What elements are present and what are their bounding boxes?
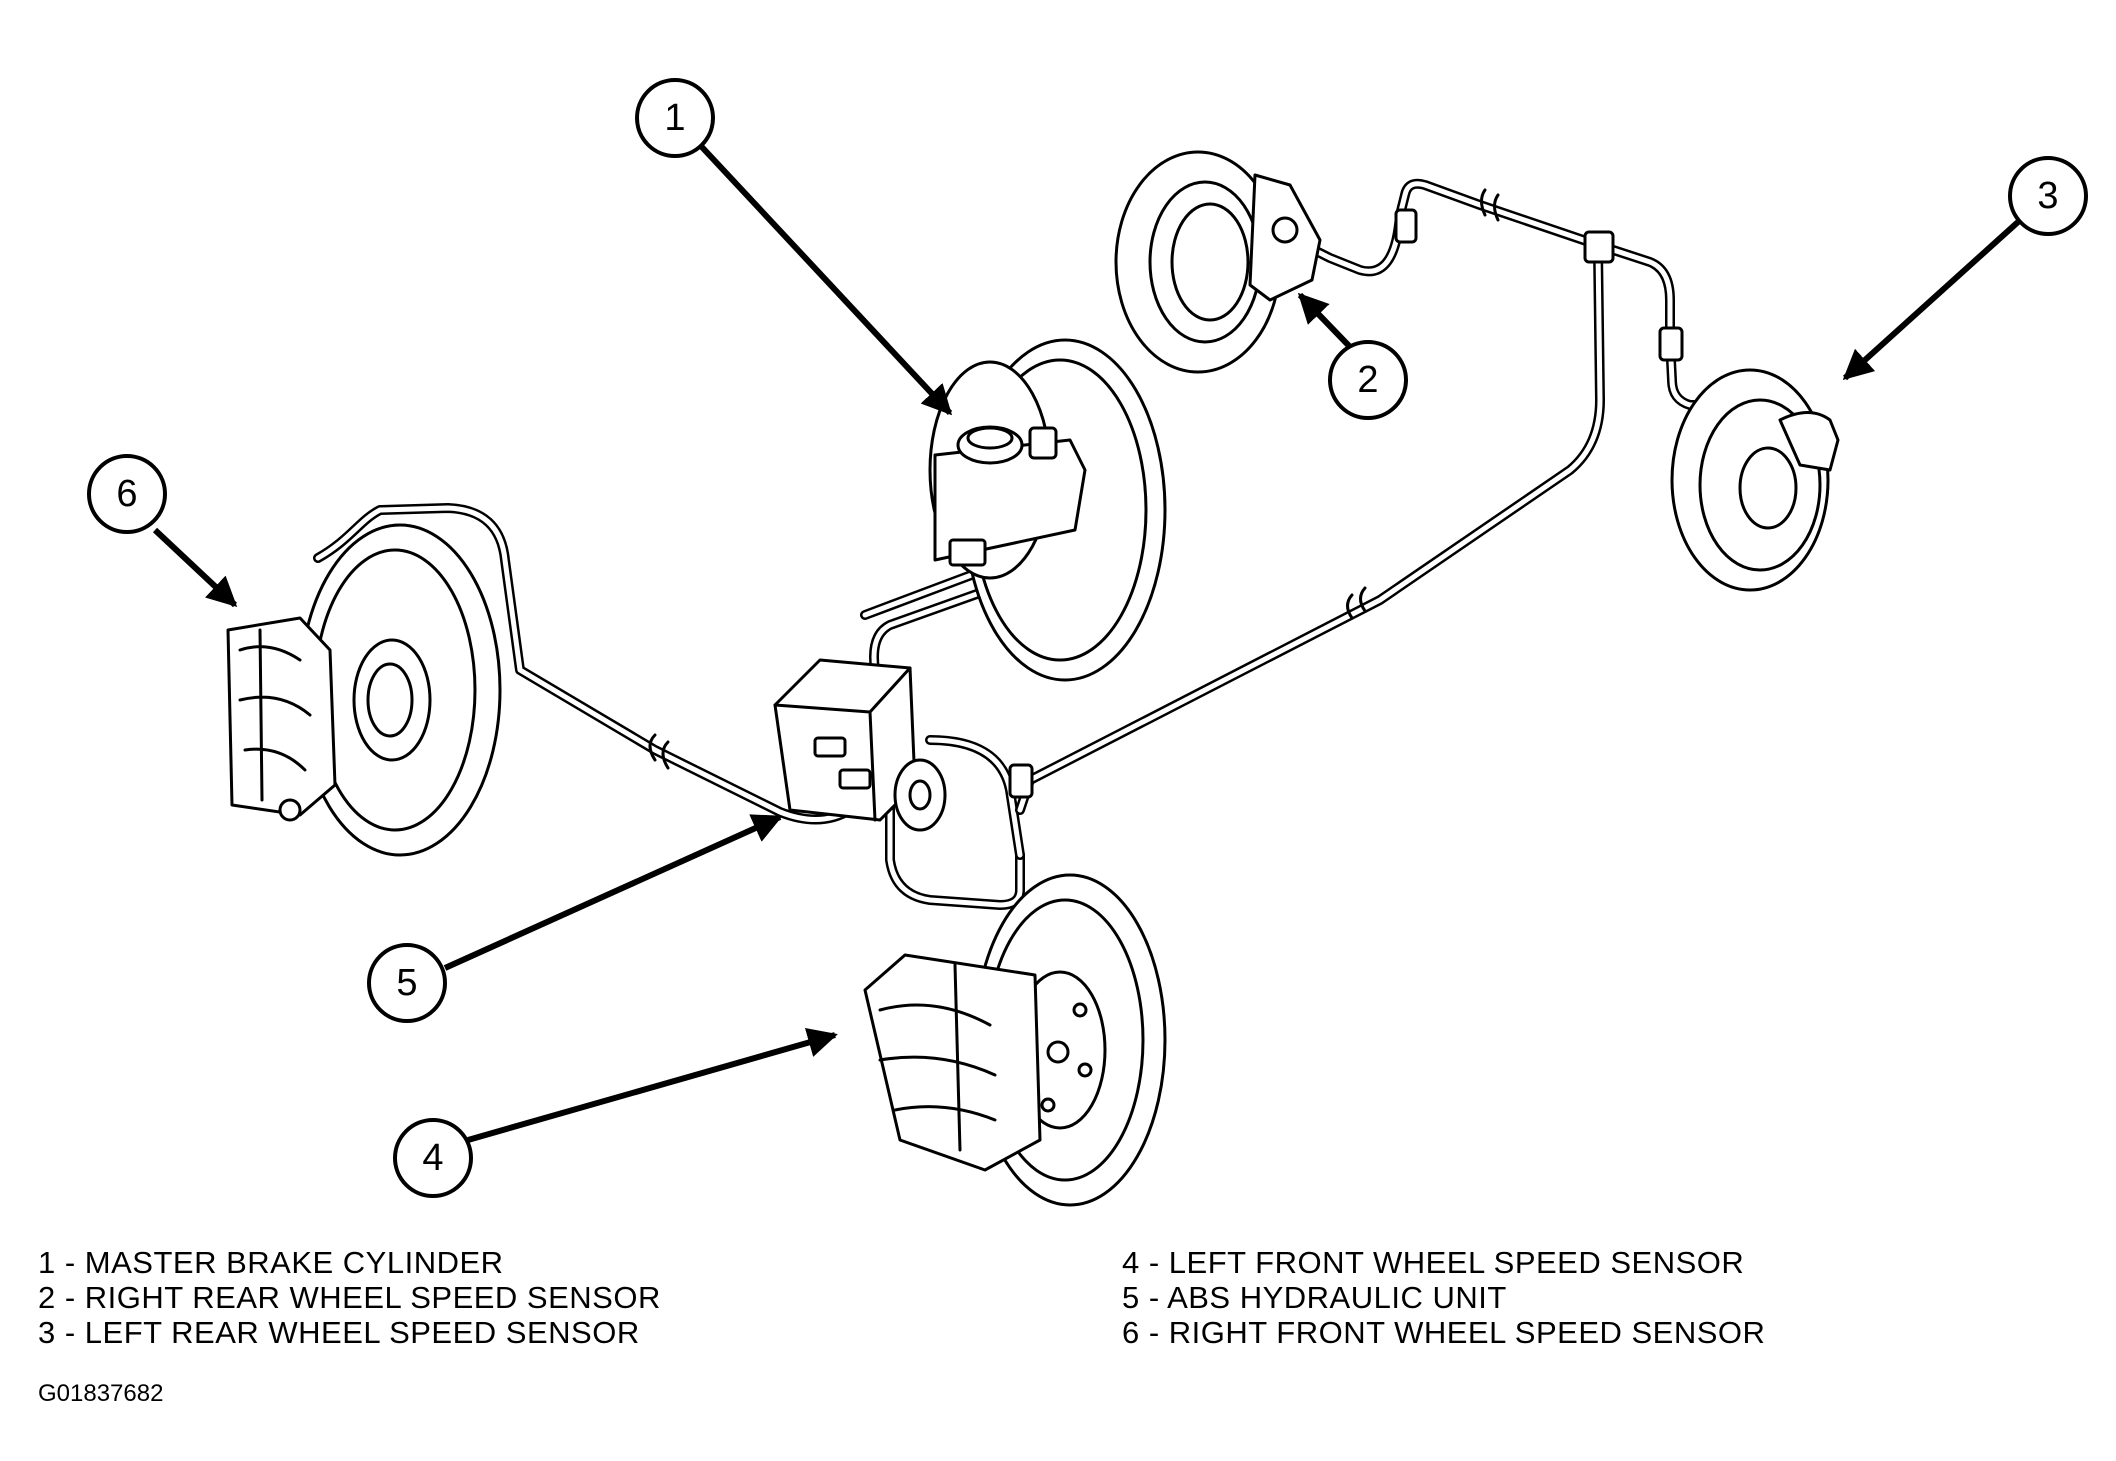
- callout-2: 2: [1328, 340, 1408, 420]
- callout-1-label: 1: [664, 97, 685, 139]
- leader-arrows: [152, 142, 2021, 1143]
- callout-3: 3: [2008, 156, 2088, 236]
- legend-item-6: 6 - RIGHT FRONT WHEEL SPEED SENSOR: [1122, 1315, 1766, 1350]
- callout-6: 6: [87, 454, 167, 534]
- callout-3-label: 3: [2037, 175, 2058, 217]
- abs-brake-system-diagram: 1 2 3 4 5 6: [87, 78, 2088, 1207]
- figure-code: G01837682: [38, 1380, 164, 1407]
- right-front-brake-assembly: [226, 523, 502, 857]
- callout-6-label: 6: [116, 473, 137, 515]
- legend-right-column: 4 - LEFT FRONT WHEEL SPEED SENSOR 5 - AB…: [1122, 1245, 1765, 1350]
- abs-hydraulic-unit: [773, 658, 947, 832]
- callout-5: 5: [367, 943, 447, 1023]
- callout-4-label: 4: [422, 1137, 443, 1179]
- legend-item-2: 2 - RIGHT REAR WHEEL SPEED SENSOR: [38, 1280, 661, 1315]
- right-rear-brake-assembly: [1114, 150, 1322, 374]
- callout-1: 1: [635, 78, 715, 158]
- left-rear-brake-assembly: [1670, 368, 1840, 592]
- callout-2-label: 2: [1357, 359, 1378, 401]
- legend-left-column: 1 - MASTER BRAKE CYLINDER 2 - RIGHT REAR…: [38, 1245, 661, 1350]
- master-cylinder-assembly: [928, 338, 1167, 682]
- callout-4: 4: [393, 1118, 473, 1198]
- legend-item-3: 3 - LEFT REAR WHEEL SPEED SENSOR: [38, 1315, 640, 1350]
- legend-item-4: 4 - LEFT FRONT WHEEL SPEED SENSOR: [1122, 1245, 1745, 1280]
- legend-item-5: 5 - ABS HYDRAULIC UNIT: [1122, 1280, 1507, 1315]
- callout-5-label: 5: [396, 962, 417, 1004]
- legend-item-1: 1 - MASTER BRAKE CYLINDER: [38, 1245, 504, 1280]
- left-front-brake-assembly: [863, 873, 1167, 1207]
